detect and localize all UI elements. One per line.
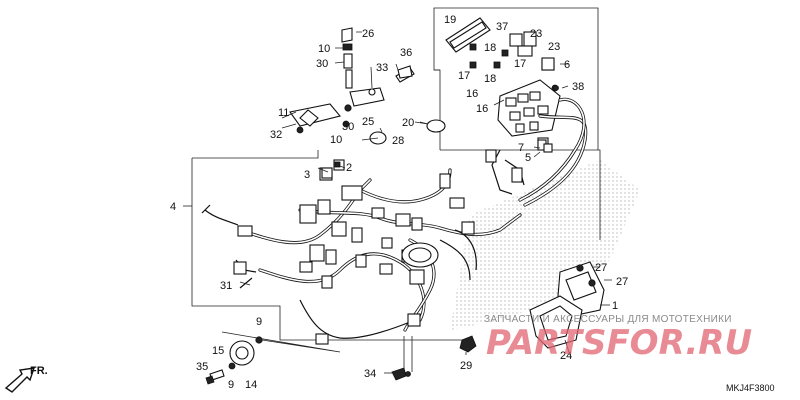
watermark-logo: PARTSFOR.RU bbox=[486, 323, 752, 363]
callout-7: 7 bbox=[518, 142, 524, 154]
callout-4: 4 bbox=[170, 201, 176, 213]
callout-19: 19 bbox=[444, 14, 456, 26]
watermark: ЗАПЧАСТИ И АКСЕССУАРЫ ДЛЯ МОТОТЕХНИКИ PA… bbox=[484, 314, 752, 363]
callout-29: 29 bbox=[460, 360, 472, 372]
diagram-code: MKJ4F3800 bbox=[726, 383, 775, 393]
front-direction-indicator: FR. bbox=[4, 365, 48, 393]
callout-37: 37 bbox=[496, 21, 508, 33]
callout-24: 24 bbox=[560, 350, 572, 362]
callout-16-upper: 16 bbox=[466, 88, 478, 100]
control-unit-assembly bbox=[529, 261, 605, 349]
callout-20: 20 bbox=[402, 117, 414, 129]
horn-assembly bbox=[205, 331, 477, 385]
callout-18-lower: 18 bbox=[484, 73, 496, 85]
callout-23-lower: 23 bbox=[548, 41, 560, 53]
callout-5: 5 bbox=[525, 152, 531, 164]
callout-9-lower: 9 bbox=[228, 379, 234, 391]
callout-26: 26 bbox=[362, 28, 374, 40]
callout-25: 25 bbox=[362, 116, 374, 128]
callout-2: 2 bbox=[346, 162, 352, 174]
callout-1: 1 bbox=[612, 300, 618, 312]
callout-17-right: 17 bbox=[514, 58, 526, 70]
front-arrow-icon bbox=[4, 367, 36, 393]
main-wire-harness bbox=[201, 159, 522, 345]
callout-6: 6 bbox=[564, 59, 570, 71]
leader-lines bbox=[183, 31, 612, 374]
callout-36: 36 bbox=[400, 47, 412, 59]
callout-27-lower: 27 bbox=[616, 276, 628, 288]
small-parts bbox=[321, 27, 559, 179]
callout-34: 34 bbox=[364, 368, 376, 380]
callout-35: 35 bbox=[196, 361, 208, 373]
bracket-assembly bbox=[281, 43, 415, 134]
callout-33: 33 bbox=[376, 62, 388, 74]
callout-31: 31 bbox=[220, 280, 232, 292]
callout-32: 32 bbox=[270, 129, 282, 141]
watermark-text: ЗАПЧАСТИ И АКСЕССУАРЫ ДЛЯ МОТОТЕХНИКИ bbox=[484, 314, 732, 325]
frame-shading bbox=[450, 160, 640, 330]
callout-38: 38 bbox=[572, 81, 584, 93]
callout-17-left: 17 bbox=[458, 70, 470, 82]
callout-30-lower: 30 bbox=[342, 121, 354, 133]
callout-23-upper: 23 bbox=[530, 28, 542, 40]
callout-labels: 1 2 3 4 5 6 7 9 9 10 10 11 14 15 16 16 1… bbox=[170, 14, 628, 391]
callout-11: 11 bbox=[278, 107, 289, 119]
callout-14: 14 bbox=[245, 379, 257, 391]
callout-3: 3 bbox=[304, 169, 310, 181]
callout-16-lower: 16 bbox=[476, 103, 488, 115]
front-label: FR. bbox=[30, 365, 48, 377]
callout-15: 15 bbox=[212, 345, 224, 357]
callout-27-upper: 27 bbox=[595, 262, 607, 274]
harness-group-outline bbox=[191, 7, 601, 341]
callout-10-upper: 10 bbox=[318, 43, 330, 55]
callout-28: 28 bbox=[392, 135, 404, 147]
relay-box-assembly bbox=[445, 17, 588, 207]
callout-18-upper: 18 bbox=[484, 42, 496, 54]
callout-10-lower: 10 bbox=[330, 134, 342, 146]
callout-30-upper: 30 bbox=[316, 58, 328, 70]
callout-9-upper: 9 bbox=[256, 316, 262, 328]
